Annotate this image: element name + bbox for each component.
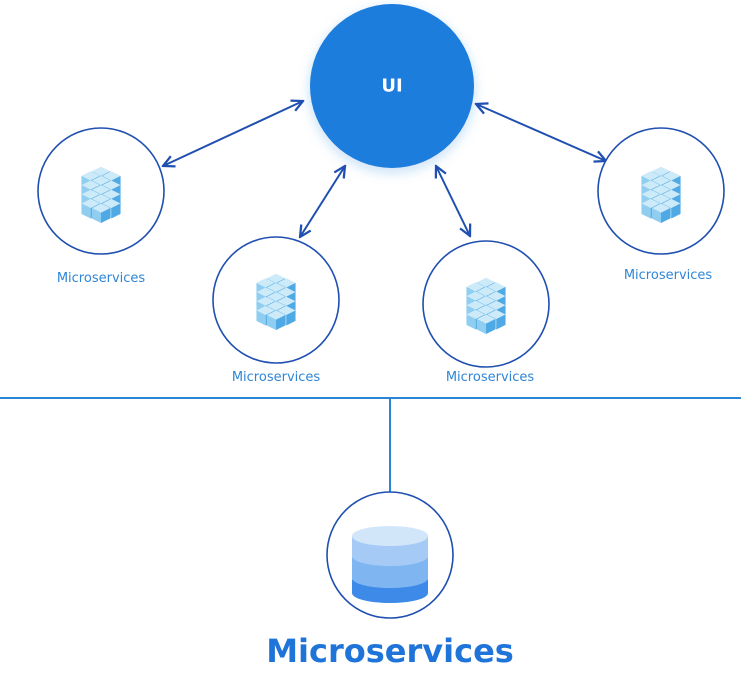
- service-label-4: Microservices: [623, 268, 713, 283]
- service-node-4: [597, 127, 725, 255]
- service-node-1: [37, 127, 165, 255]
- cube-stack-icon: [466, 278, 505, 334]
- ui-hub-circle: [310, 4, 474, 168]
- arrow-hub-to-service-2: [300, 166, 345, 237]
- cube-stack-icon: [256, 274, 295, 330]
- database-icon: [352, 526, 428, 603]
- service-node-2: [212, 236, 340, 364]
- arrow-hub-to-service-3: [436, 166, 470, 236]
- database-node: [326, 491, 454, 619]
- service-node-3: [422, 240, 550, 368]
- arrow-hub-to-service-1: [163, 101, 303, 166]
- ui-hub-label: UI: [381, 75, 403, 97]
- cube-stack-icon: [641, 167, 680, 223]
- service-label-3: Microservices: [445, 370, 535, 385]
- cube-stack-icon: [81, 167, 120, 223]
- service-label-1: Microservices: [56, 271, 146, 286]
- service-label-2: Microservices: [231, 370, 321, 385]
- arrow-hub-to-service-4: [476, 104, 606, 161]
- database-title: Microservices: [266, 632, 514, 670]
